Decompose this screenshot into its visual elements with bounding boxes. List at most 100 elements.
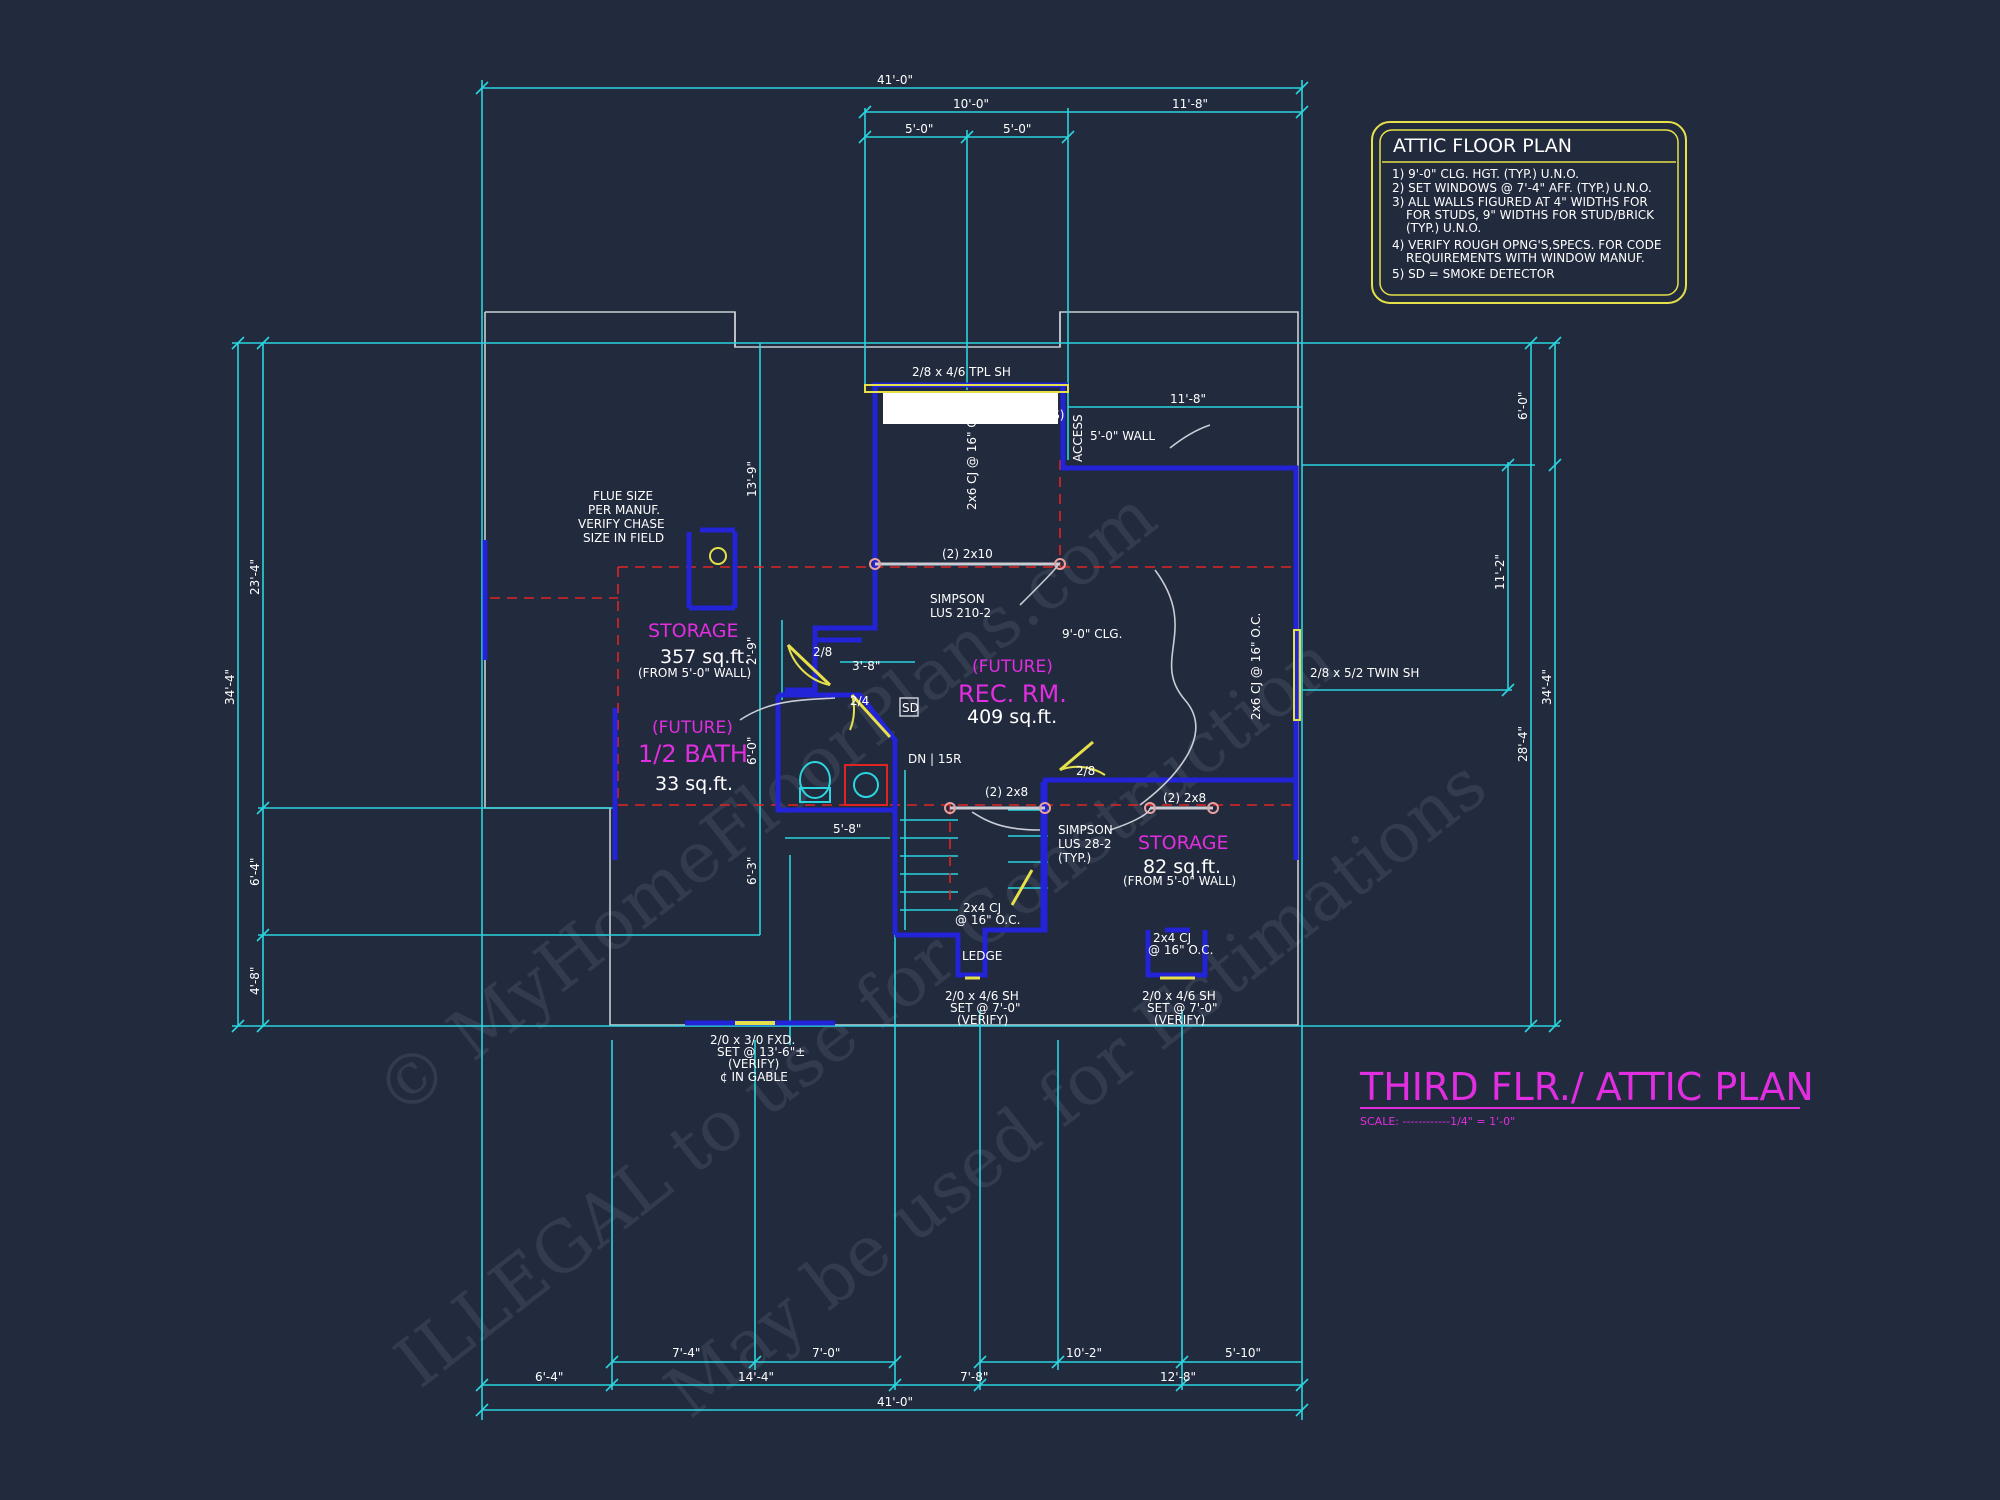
plan-title: THIRD FLR./ ATTIC PLAN xyxy=(1359,1065,1814,1109)
windows xyxy=(709,384,1301,1025)
dim-left-1: 23'-4" xyxy=(248,559,262,595)
notes-line-6: 4) VERIFY ROUGH OPNG'S,SPECS. FOR CODE xyxy=(1392,238,1661,252)
beam-top-label: (2) 2x10 xyxy=(942,547,993,561)
bath-area: 33 sq.ft. xyxy=(655,773,733,795)
window-top-label: 2/8 x 4/6 TPL SH xyxy=(912,365,1011,379)
dim-bottom-4: 12'-8" xyxy=(1160,1370,1196,1384)
dimension-labels: 41'-0" 10'-0" 11'-8" 5'-0" 5'-0" 11'-8" … xyxy=(223,73,1554,1409)
simpson-1a: SIMPSON xyxy=(930,592,985,606)
room-labels: STORAGE 357 sq.ft. (FROM 5'-0" WALL) (FU… xyxy=(638,620,1236,888)
dim-right-overall: 34'-4" xyxy=(1540,669,1554,705)
win-mid-1: 2/0 x 4/6 SH xyxy=(945,989,1019,1003)
notes-box: ATTIC FLOOR PLAN 1) 9'-0" CLG. HGT. (TYP… xyxy=(1371,121,1687,304)
rec-name: REC. RM. xyxy=(958,680,1067,708)
bath-future: (FUTURE) xyxy=(652,718,733,738)
dim-left-2: 6'-4" xyxy=(248,858,262,886)
rec-area: 409 sq.ft. xyxy=(967,706,1057,728)
win-left-1: 2/0 x 3/0 FXD. xyxy=(710,1033,795,1047)
dim-bottom-3: 7'-8" xyxy=(960,1370,988,1384)
plan-scale: SCALE: ------------1/4" = 1'-0" xyxy=(1360,1115,1515,1128)
beams xyxy=(869,392,1219,814)
storage-left-area: 357 sq.ft. xyxy=(660,646,750,668)
annotations: 2/8 x 4/6 TPL SH (2) 1.75x9.25 LVL (EXTE… xyxy=(578,365,1419,1084)
door-label-2: 2/4 xyxy=(850,694,869,708)
dim-top-right: 11'-8" xyxy=(1172,97,1208,111)
dim-left-overall: 34'-4" xyxy=(223,669,237,705)
dim-bottom-overall: 41'-0" xyxy=(877,1395,913,1409)
cj-top-label: 2x6 CJ @ 16" O.C. xyxy=(965,403,979,510)
win-left-4: ¢ IN GABLE xyxy=(720,1070,788,1084)
rec-future: (FUTURE) xyxy=(972,657,1053,677)
dimension-lines xyxy=(231,80,1562,1420)
win-right-3: (VERIFY) xyxy=(1154,1013,1205,1027)
wall-5-label: 5'-0" WALL xyxy=(1090,429,1155,443)
dim-bottom-2: 14'-4" xyxy=(738,1370,774,1384)
leader-lines xyxy=(739,424,1211,831)
dim-bath-bottom: 5'-8" xyxy=(833,822,861,836)
lvl-label-2: (EXTEND ENDS TO CORNERS) xyxy=(886,408,1064,422)
dim-top-left: 10'-0" xyxy=(953,97,989,111)
win-mid-2: SET @ 7'-0" xyxy=(950,1001,1021,1015)
smoke-detector-label: SD xyxy=(902,701,919,715)
dim-right-3: 28'-4" xyxy=(1516,726,1530,762)
dim-left-3: 4'-8" xyxy=(248,967,262,995)
dim-top-sub-2: 5'-0" xyxy=(1003,122,1031,136)
cj-small-1b: @ 16" O.C. xyxy=(955,913,1020,927)
beam-mid-label: (2) 2x8 xyxy=(985,785,1028,799)
dim-bottom-sub-3: 10'-2" xyxy=(1066,1346,1102,1360)
cj-small-1a: 2x4 CJ xyxy=(963,901,1001,915)
lvl-label-1: (2) 1.75x9.25 LVL xyxy=(922,394,1028,408)
win-left-3: (VERIFY) xyxy=(728,1057,779,1071)
storage-left-name: STORAGE xyxy=(648,620,738,642)
dim-right-2: 11'-2" xyxy=(1493,554,1507,590)
simpson-2a: SIMPSON xyxy=(1058,823,1113,837)
beam-right-label: (2) 2x8 xyxy=(1163,791,1206,805)
cj-small-2a: 2x4 CJ xyxy=(1153,931,1191,945)
notes-line-8: 5) SD = SMOKE DETECTOR xyxy=(1392,267,1555,281)
dim-bottom-sub-1: 7'-4" xyxy=(672,1346,700,1360)
dim-inner-right: 11'-8" xyxy=(1170,392,1206,406)
storage-right-note: (FROM 5'-0" WALL) xyxy=(1123,874,1236,888)
storage-right-name: STORAGE xyxy=(1138,832,1228,854)
dim-mid-v-1: 13'-9" xyxy=(745,461,759,497)
dim-mid-v-2: 2'-9" xyxy=(745,637,759,665)
dim-right-1: 6'-0" xyxy=(1516,392,1530,420)
dim-top-sub-1: 5'-0" xyxy=(905,122,933,136)
door-label-1: 2/8 xyxy=(813,645,832,659)
door-label-3: 2/8 xyxy=(1076,764,1095,778)
flue-2: PER MANUF. xyxy=(588,503,660,517)
ledge-label: LEDGE xyxy=(962,949,1002,963)
notes-line-7: REQUIREMENTS WITH WINDOW MANUF. xyxy=(1406,251,1645,265)
storage-right-area: 82 sq.ft. xyxy=(1143,856,1221,878)
dim-bottom-sub-4: 5'-10" xyxy=(1225,1346,1261,1360)
dim-mid-v-3: 6'-0" xyxy=(745,737,759,765)
twin-sh-label: 2/8 x 5/2 TWIN SH xyxy=(1310,666,1419,680)
doors xyxy=(786,643,1106,906)
notes-line-4: FOR STUDS, 9" WIDTHS FOR STUD/BRICK xyxy=(1406,208,1655,222)
hidden-lines xyxy=(490,460,1298,900)
cj-small-2b: @ 16" O.C. xyxy=(1148,943,1213,957)
bath-name: 1/2 BATH xyxy=(638,740,748,768)
dim-bottom-1: 6'-4" xyxy=(535,1370,563,1384)
flue-4: SIZE IN FIELD xyxy=(583,531,664,545)
storage-left-note: (FROM 5'-0" WALL) xyxy=(638,666,751,680)
dim-bottom-sub-2: 7'-0" xyxy=(812,1346,840,1360)
notes-line-2: 2) SET WINDOWS @ 7'-4" AFF. (TYP.) U.N.O… xyxy=(1392,181,1652,195)
flue-3: VERIFY CHASE xyxy=(578,517,665,531)
clg-label: 9'-0" CLG. xyxy=(1062,627,1122,641)
notes-line-1: 1) 9'-0" CLG. HGT. (TYP.) U.N.O. xyxy=(1392,167,1579,181)
simpson-1b: LUS 210-2 xyxy=(930,606,991,620)
simpson-2b: LUS 28-2 xyxy=(1058,837,1112,851)
plan-title-block: THIRD FLR./ ATTIC PLAN SCALE: ----------… xyxy=(1359,1065,1814,1128)
simpson-2c: (TYP.) xyxy=(1058,851,1091,865)
notes-line-5: (TYP.) U.N.O. xyxy=(1406,221,1481,235)
bath-fixtures xyxy=(799,697,919,806)
dim-mid-v-4: 6'-3" xyxy=(745,857,759,885)
access-label: ACCESS xyxy=(1071,414,1085,462)
win-left-2: SET @ 13'-6"± xyxy=(717,1045,805,1059)
win-right-2: SET @ 7'-0" xyxy=(1147,1001,1218,1015)
cj-right-label: 2x6 CJ @ 16" O.C. xyxy=(1249,613,1263,720)
win-mid-3: (VERIFY) xyxy=(957,1013,1008,1027)
